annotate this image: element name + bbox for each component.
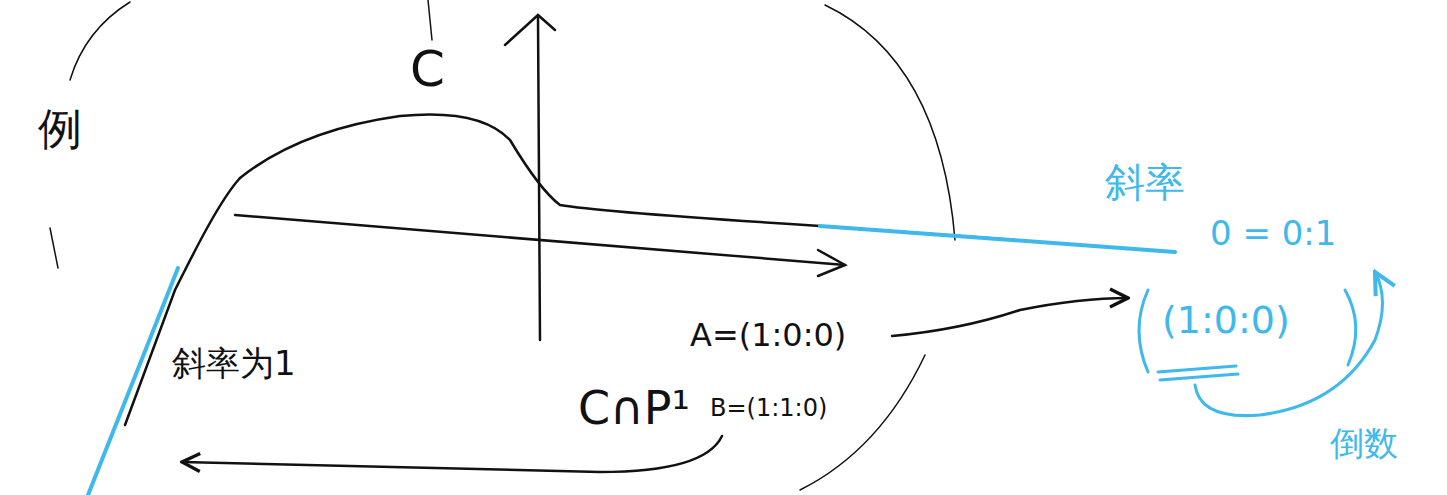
point-label: (1:0:0) bbox=[1162, 298, 1290, 342]
asymptotes bbox=[88, 226, 1175, 495]
intersection-label: C∩P¹ bbox=[578, 381, 690, 435]
reciprocal-note-box: 倒数 bbox=[1330, 425, 1398, 462]
point-label-box: B=(1:1:0) bbox=[710, 395, 827, 421]
point-label: A=(1:0:0) bbox=[690, 316, 846, 354]
curve-name-box: C bbox=[410, 42, 445, 97]
point-label: B=(1:1:0) bbox=[710, 394, 827, 422]
axes bbox=[235, 15, 845, 340]
intersection-label-box: C∩P¹ bbox=[578, 383, 690, 434]
slope-note: 斜率为1 bbox=[172, 343, 296, 383]
blue-marks bbox=[1139, 272, 1383, 416]
slope-note-box: 斜率 bbox=[1105, 160, 1185, 204]
ellipse-arcs bbox=[50, 0, 955, 490]
point-label-box: A=(1:0:0) bbox=[690, 318, 846, 353]
point-label-box: (1:0:0) bbox=[1162, 300, 1290, 342]
slope-note-box: 斜率为1 bbox=[172, 345, 296, 382]
reciprocal-note: 倒数 bbox=[1330, 423, 1398, 463]
example-mark: 例 bbox=[38, 103, 82, 154]
curve-name: C bbox=[410, 40, 445, 98]
example-mark-box: 例 bbox=[38, 105, 82, 153]
ratio-note-box: 0 = 0:1 bbox=[1210, 215, 1336, 252]
curve-c bbox=[125, 114, 1015, 425]
slope-note: 斜率 bbox=[1105, 159, 1185, 205]
ratio-note: 0 = 0:1 bbox=[1210, 213, 1336, 253]
arrows bbox=[182, 298, 1128, 472]
